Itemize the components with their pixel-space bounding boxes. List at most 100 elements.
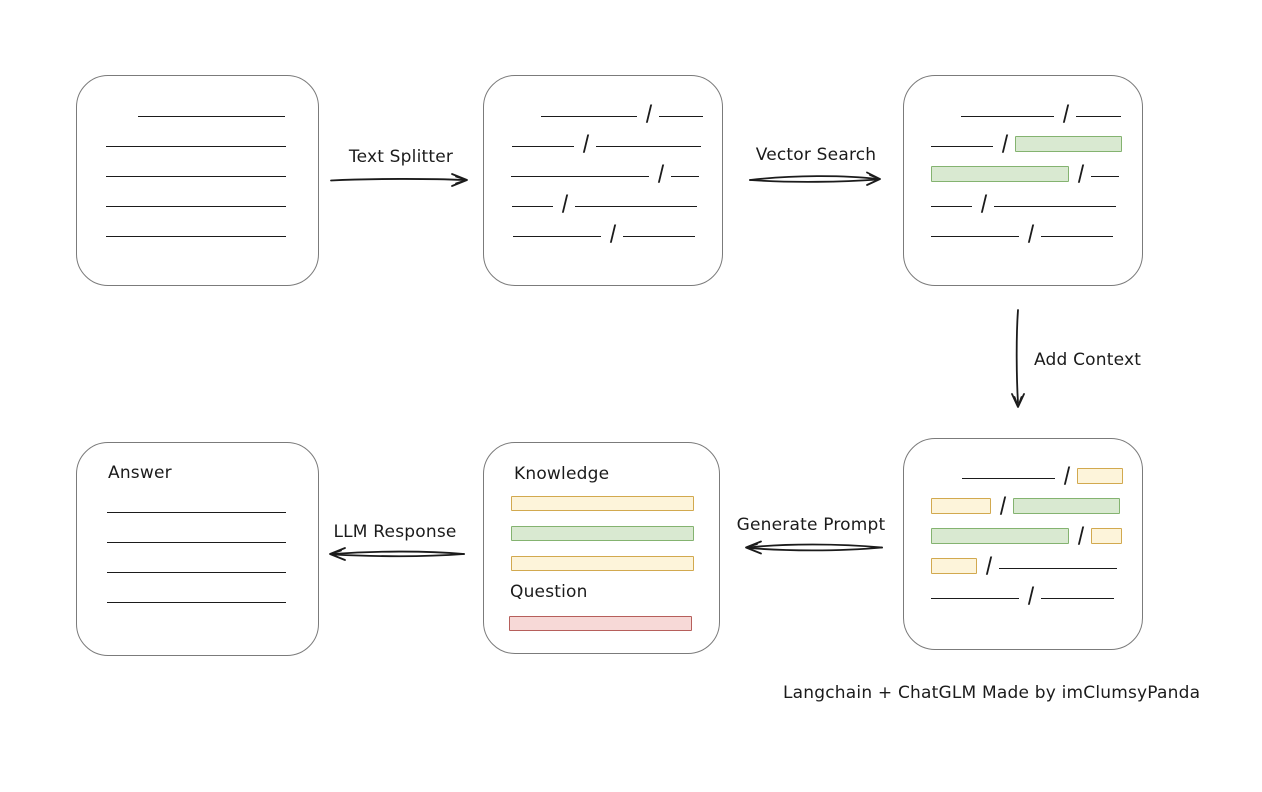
text-line-segment [106,206,286,207]
green-chunk [931,528,1069,544]
text-line-segment [961,116,1054,117]
text-line-segment [106,236,286,237]
text-splitter-arrow: Text Splitter [330,147,472,188]
right-arrow-icon [749,171,881,186]
text-row [484,481,719,511]
yellow-chunk [931,558,977,574]
text-row [77,578,318,608]
llm-response-label: LLM Response [333,522,457,542]
text-row: / [484,92,722,127]
split-text-lines: ///// [484,92,722,246]
text-row [77,182,318,212]
text-line-segment [575,206,698,207]
text-row: / [904,454,1142,489]
text-line-segment [596,146,702,147]
yellow-chunk [1077,468,1124,484]
text-row: / [904,152,1142,187]
llm-response-arrow: LLM Response [324,522,466,562]
text-line-segment [106,176,286,177]
text-line-segment [931,236,1019,237]
context-chunk-lines: ///// [904,454,1142,609]
text-row [77,152,318,182]
answer-label: Answer [108,463,172,483]
right-arrow-icon [330,173,468,187]
generate-prompt-label: Generate Prompt [736,515,886,535]
slash-separator: / [1027,222,1035,247]
text-row [484,601,719,631]
slash-separator: / [1062,102,1070,127]
text-line-segment [513,236,601,237]
red-chunk [509,616,692,631]
box-source-document [76,75,319,286]
slash-separator: / [657,162,665,187]
question-bar [484,601,719,631]
text-line-segment [106,146,286,147]
slash-separator: / [645,102,653,127]
slash-separator: / [1077,162,1085,187]
question-label: Question [510,582,588,602]
slash-separator: / [1063,464,1071,489]
knowledge-label: Knowledge [514,464,610,484]
text-line-segment [1076,116,1122,117]
text-line-segment [138,116,285,117]
text-line-segment [511,176,649,177]
text-row [77,548,318,578]
box-split-text: ///// [483,75,723,286]
text-row [77,488,318,518]
text-row [77,212,318,242]
slash-separator: / [985,554,993,579]
slash-separator: / [1027,584,1035,609]
text-splitter-label: Text Splitter [348,147,454,167]
green-chunk [1013,498,1121,514]
box-context-chunks: ///// [903,438,1143,650]
text-row [77,122,318,152]
text-line-segment [994,206,1117,207]
text-row: / [484,212,722,246]
text-row: / [484,182,722,217]
slash-separator: / [980,192,988,217]
text-line-segment [107,542,286,543]
text-line-segment [512,206,553,207]
text-row: / [904,182,1142,217]
vector-search-arrow: Vector Search [747,145,885,187]
text-line-segment [1091,176,1120,177]
text-row: / [904,212,1142,247]
source-document-lines [77,92,318,242]
text-line-segment [931,146,993,147]
green-chunk [511,526,694,541]
text-row: / [484,152,722,187]
left-arrow-icon [329,547,465,561]
text-row: / [904,92,1142,127]
text-row: / [904,122,1142,156]
green-chunk [1015,136,1123,152]
yellow-chunk [511,556,694,571]
generate-prompt-arrow: Generate Prompt [737,515,885,556]
yellow-chunk [1091,528,1123,544]
text-line-segment [671,176,700,177]
add-context-label: Add Context [1034,350,1142,370]
box-prompt: Knowledge Question [483,442,720,654]
slash-separator: / [582,132,590,157]
green-chunk [931,166,1069,182]
text-row [77,92,318,122]
slash-separator: / [561,192,569,217]
text-line-segment [107,602,286,603]
yellow-chunk [931,498,991,514]
text-line-segment [512,146,574,147]
text-line-segment [1041,598,1115,599]
text-line-segment [931,598,1019,599]
text-row: / [904,544,1142,579]
box-answer: Answer [76,442,319,656]
text-row [484,541,719,571]
text-line-segment [931,206,972,207]
text-line-segment [999,568,1118,569]
text-row: / [904,484,1142,518]
box-vector-matches: ///// [903,75,1143,286]
add-context-arrow: Add Context [1006,308,1156,420]
text-line-segment [541,116,637,117]
slash-separator: / [1077,524,1085,549]
vector-match-lines: ///// [904,92,1142,247]
text-line-segment [623,236,696,237]
down-arrow-icon [1011,309,1025,408]
text-row: / [904,574,1142,609]
